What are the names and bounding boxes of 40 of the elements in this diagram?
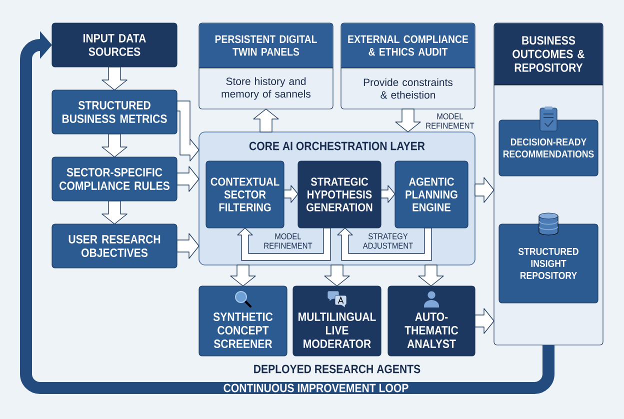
edge-label: CONTINUOUS IMPROVEMENT LOOP <box>222 382 410 394</box>
block-arrow <box>474 177 494 203</box>
process-box: DECISION-READY RECOMMENDATIONS <box>498 120 598 176</box>
process-box: STRUCTURED BUSINESS METRICS <box>52 90 178 134</box>
panel-heading: EXTERNAL COMPLIANCE & ETHICS AUDIT <box>348 35 468 56</box>
panel-heading: PERSISTENT DIGITAL TWIN PANELS <box>215 35 317 56</box>
block-arrow <box>284 185 298 203</box>
process-box: STRUCTURED INSIGHT REPOSITORY <box>498 224 598 304</box>
panel-text: Provide constraints & etheistion <box>364 78 453 99</box>
block-arrow <box>253 108 279 132</box>
block-arrow <box>337 228 432 261</box>
process-box: AUTO-THEMATIC ANALYST <box>388 286 476 356</box>
block-arrow <box>102 200 128 224</box>
block-arrow <box>230 264 256 286</box>
block-arrow <box>102 66 128 90</box>
process-box: STRATEGIC HYPOTHESIS GENERATION <box>298 160 382 228</box>
block-arrow <box>324 264 350 286</box>
block-arrow <box>474 308 494 334</box>
process-box: SECTOR-SPECIFIC COMPLIANCE RULES <box>52 156 178 202</box>
process-box: AGENTIC PLANNING ENGINE <box>394 160 468 228</box>
panel-text: Store history and memory of sannels <box>222 77 311 100</box>
block-arrow <box>418 264 444 286</box>
process-box: CONTEXTUAL SECTOR FILTERING <box>206 160 284 228</box>
edge-label: STRATEGY ADJUSTMENT <box>358 232 418 250</box>
process-box: MULTILINGUAL LIVE MODERATOR <box>292 286 382 356</box>
group-label: DEPLOYED RESEARCH AGENTS <box>254 364 420 374</box>
block-arrow <box>102 134 128 158</box>
edge-label: MODEL REFINEMENT <box>260 232 316 250</box>
block-arrow <box>237 228 331 261</box>
panel-heading: BUSINESS OUTCOMES & REPOSITORY <box>512 36 584 72</box>
container-title: CORE AI ORCHESTRATION LAYER <box>249 142 425 150</box>
process-box: INPUT DATA SOURCES <box>52 22 178 68</box>
block-arrow <box>176 100 200 162</box>
edge-label: MODEL REFINEMENT <box>422 112 478 130</box>
block-arrow <box>176 166 200 192</box>
block-arrow <box>395 108 421 132</box>
process-box: SYNTHETIC CONCEPT SCREENER <box>198 286 288 356</box>
process-box: USER RESEARCH OBJECTIVES <box>52 224 178 268</box>
block-arrow <box>176 233 200 259</box>
block-arrow <box>380 185 396 203</box>
